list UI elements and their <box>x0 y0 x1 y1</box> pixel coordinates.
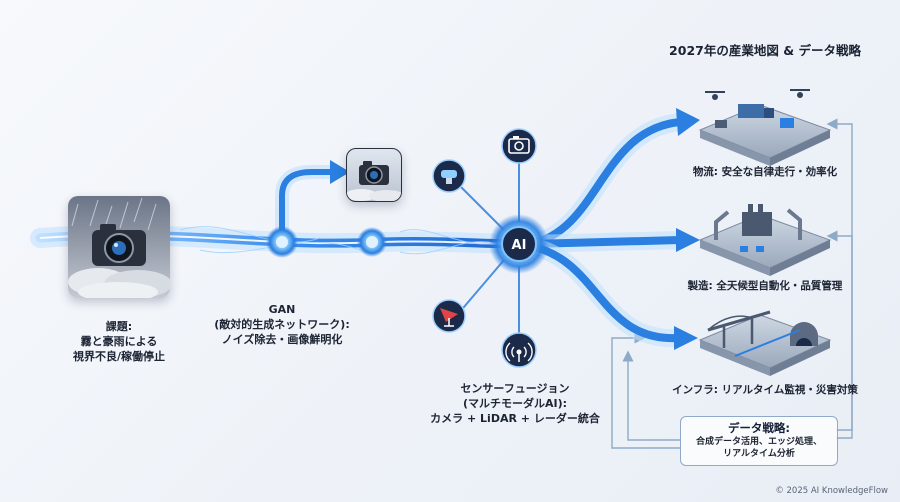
output-branches <box>521 108 700 350</box>
feedback-loops <box>611 118 853 449</box>
clear-camera-icon <box>347 161 401 201</box>
fusion-line-2: カメラ + LiDAR + レーダー統合 <box>430 411 600 425</box>
problem-image <box>68 196 170 298</box>
data-strategy-line-2: リアルタイム分析 <box>723 449 795 460</box>
industry-manufacturing-label: 製造: 全天候型自動化・品質管理 <box>687 280 843 292</box>
wireless-signal-icon <box>501 332 537 368</box>
page-title: 2027年の産業地図 & データ戦略 <box>669 43 861 58</box>
problem-line-1: 霧と豪雨による <box>80 334 158 348</box>
fusion-line-1: (マルチモーダルAI): <box>462 396 568 410</box>
data-strategy-line-1: 合成データ活用、エッジ処理、 <box>695 437 822 447</box>
infrastructure-illustration-icon <box>698 310 832 376</box>
problem-line-2: 視界不良/稼働停止 <box>72 349 166 363</box>
camera-in-storm-icon <box>68 197 170 298</box>
gan-branch-arrow <box>275 160 350 247</box>
data-strategy-box: データ戦略: 合成データ活用、エッジ処理、 リアルタイム分析 <box>680 416 838 466</box>
manufacturing-illustration-icon <box>698 204 832 276</box>
sensor-spokes <box>457 162 520 334</box>
data-strategy-heading: データ戦略: <box>727 421 791 435</box>
copyright-footer: © 2025 AI KnowledgeFlow <box>775 486 888 496</box>
lidar-dome-icon <box>432 159 466 193</box>
radar-antenna-icon <box>432 299 466 333</box>
gan-output-image <box>346 148 402 202</box>
ai-node: AI <box>489 214 549 274</box>
camera-icon <box>501 128 537 164</box>
problem-label: 課題: 霧と豪雨による 視界不良/稼働停止 <box>48 320 190 365</box>
fusion-heading: センサーフュージョン <box>460 382 570 395</box>
industry-logistics-label: 物流: 安全な自律走行・効率化 <box>692 166 838 178</box>
gan-label: GAN (敵対的生成ネットワーク): ノイズ除去・画像鮮明化 <box>192 303 372 348</box>
industry-infrastructure-label: インフラ: リアルタイム監視・災害対策 <box>672 384 858 396</box>
gan-heading: GAN <box>268 303 296 316</box>
problem-heading: 課題: <box>105 320 133 333</box>
ai-node-label: AI <box>512 238 527 253</box>
gan-line-1: (敵対的生成ネットワーク): <box>214 317 350 331</box>
sensor-fusion-label: センサーフュージョン (マルチモーダルAI): カメラ + LiDAR + レー… <box>400 382 630 427</box>
logistics-illustration-icon <box>698 89 832 166</box>
gan-line-2: ノイズ除去・画像鮮明化 <box>221 332 343 346</box>
